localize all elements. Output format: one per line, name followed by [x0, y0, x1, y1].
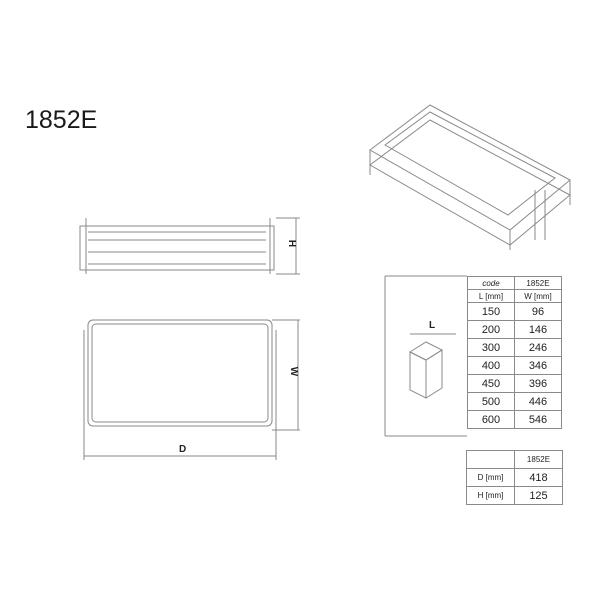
length-label: L — [429, 320, 436, 331]
table-row: D [mm]418 — [466, 468, 563, 487]
height-label: H — [286, 239, 298, 248]
isometric-drawing — [369, 104, 571, 250]
length-diagram — [384, 275, 467, 437]
depth-label: D — [179, 444, 187, 455]
dimensions-table: 1852E D [mm]418 H [mm]125 — [466, 450, 563, 505]
width-label: W — [288, 366, 300, 377]
top-view-drawing — [83, 319, 300, 460]
table-row: H [mm]125 — [466, 486, 563, 505]
side-view-drawing — [79, 217, 300, 275]
product-code-title: 1852E — [25, 106, 98, 134]
